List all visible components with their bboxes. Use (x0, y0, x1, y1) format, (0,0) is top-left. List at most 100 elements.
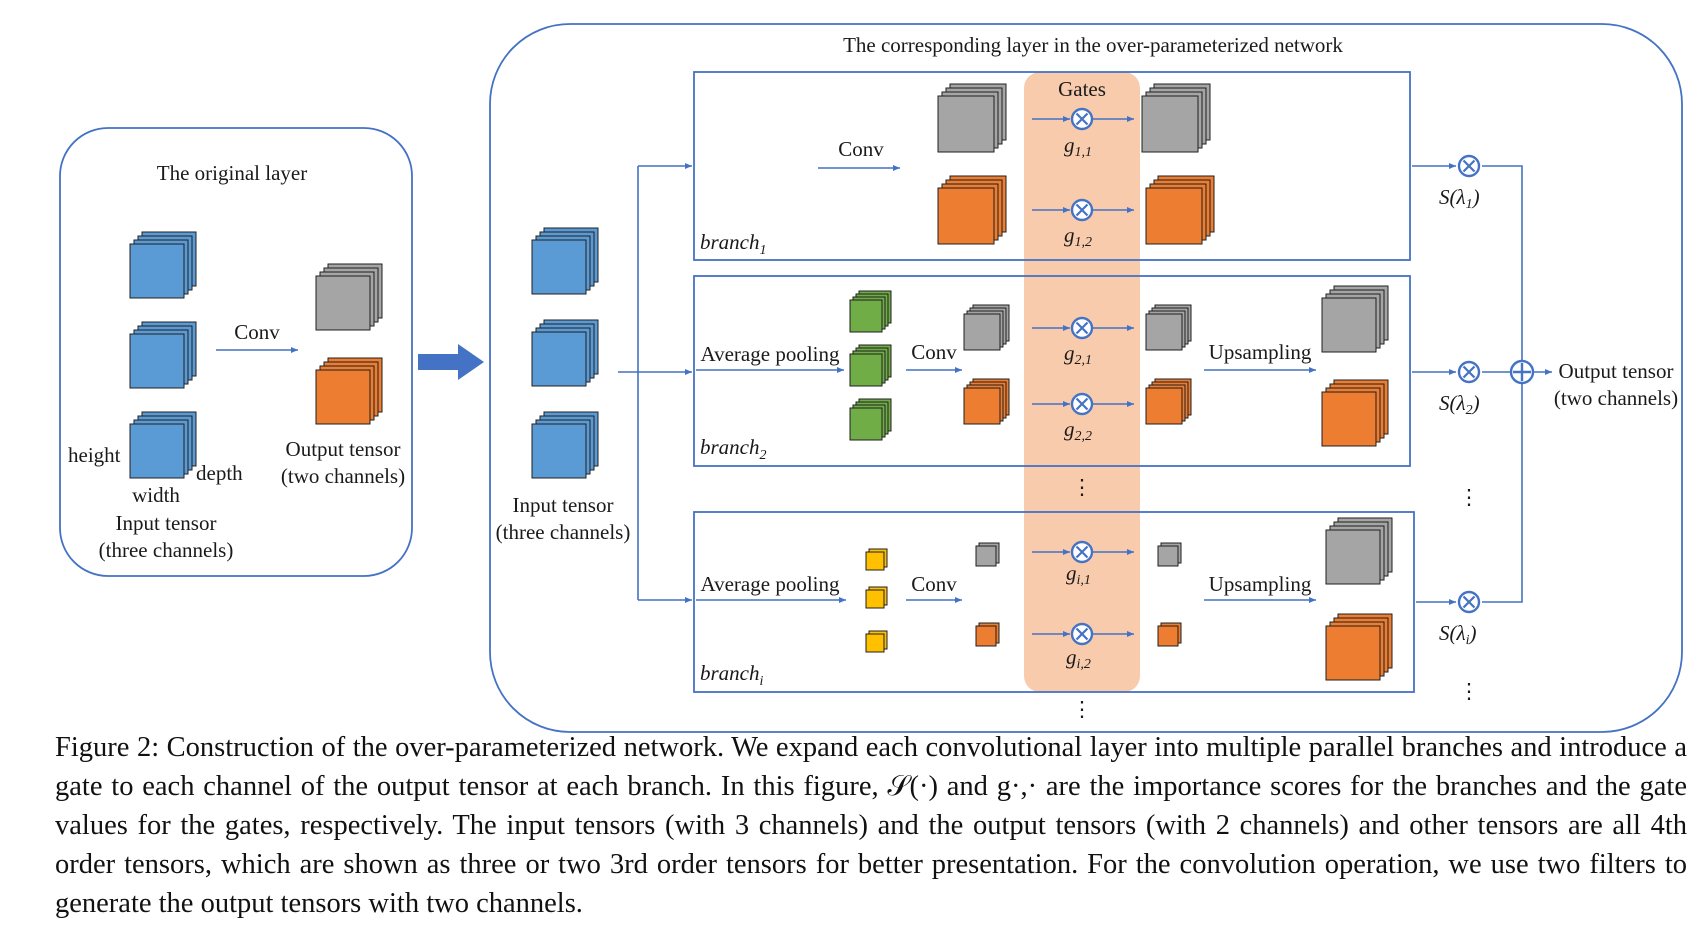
gate-2-1-label: g2,1 (1064, 341, 1092, 368)
original-input-tensor (129, 231, 197, 479)
score-2-multiply-icon (1462, 365, 1476, 379)
gate-i-2-multiply-icon (1075, 627, 1089, 641)
bi-gated-orange-slice (1157, 625, 1179, 647)
original-output-label-1: Output tensor (286, 437, 401, 461)
gate-band (1024, 72, 1140, 692)
input-channel-1-slice (129, 243, 185, 299)
score-1-label: S(λ1) (1439, 185, 1480, 212)
op-input-channel-3-slice (531, 423, 587, 479)
sum-plus-icon (1513, 363, 1531, 381)
gate-1-2-label: g1,2 (1064, 223, 1092, 250)
output-channel-1-slice (315, 275, 371, 331)
original-output-tensor (315, 263, 383, 425)
original-input-label-2: (three channels) (99, 538, 234, 562)
transform-arrow (418, 344, 484, 380)
branch-1-conv-output-orange (937, 175, 1007, 245)
score-dots-1: ⋮ (1459, 485, 1480, 509)
b2-gated-orange-slice (1145, 387, 1183, 425)
b2-up-orange-slice (1321, 391, 1377, 447)
op-input-channel-2-slice (531, 331, 587, 387)
original-input-label-1: Input tensor (116, 511, 217, 535)
branch-i-upsampled-output (1325, 517, 1393, 681)
gate-i-1-multiply-icon (1075, 545, 1089, 559)
b1-out-orange-slice (1145, 187, 1203, 245)
input-channel-2-slice (129, 333, 185, 389)
branch-i-pooled-tensor (865, 548, 888, 653)
bi-up-gray-slice (1325, 529, 1381, 585)
branch-i-label: branchi (700, 661, 764, 689)
original-conv-label: Conv (234, 320, 280, 344)
branch-1-gated-output-orange (1145, 175, 1215, 245)
score-i-label: S(λi) (1439, 621, 1476, 648)
branch-i-pool-label: Average pooling (701, 572, 840, 596)
gates-label: Gates (1058, 77, 1106, 101)
overparam-title: The corresponding layer in the over-para… (843, 33, 1343, 57)
op-input-channel-1-slice (531, 239, 587, 295)
gate-2-2-multiply-icon (1075, 397, 1089, 411)
overparam-input-label-1: Input tensor (513, 493, 614, 517)
gate-band-dots: ⋮ (1072, 475, 1093, 499)
depth-label: depth (196, 461, 243, 485)
b2-conv-gray-slice (963, 313, 1001, 351)
original-layer-title: The original layer (157, 161, 307, 185)
score-dots-2: ⋮ (1459, 679, 1480, 703)
b2-pool-3-slice (849, 407, 883, 441)
b2-pool-2-slice (849, 353, 883, 387)
sum-connector (1482, 165, 1523, 603)
bi-pool-3-slice (865, 633, 885, 653)
output-channel-2-slice (315, 369, 371, 425)
branch-1-conv-label: Conv (838, 137, 884, 161)
branch-i-gated-output (1157, 542, 1182, 647)
overparam-output-label-2: (two channels) (1554, 386, 1678, 410)
width-label: width (132, 483, 180, 507)
branch-i-box (693, 511, 1415, 693)
b2-up-gray-slice (1321, 297, 1377, 353)
branch-2-box (693, 275, 1411, 467)
branch-2-pooled-tensor (849, 290, 892, 441)
branch-2-upsampling-label: Upsampling (1209, 340, 1312, 364)
height-label: height (68, 443, 121, 467)
score-1-multiply-icon (1462, 159, 1476, 173)
gate-1-2-multiply-icon (1075, 203, 1089, 217)
b1-orange-slice (937, 187, 995, 245)
overparam-output-label-1: Output tensor (1559, 359, 1674, 383)
bi-pool-1-slice (865, 551, 885, 571)
b1-out-gray-slice (1141, 95, 1199, 153)
original-layer-panel (59, 127, 413, 577)
bi-gated-gray-slice (1157, 545, 1179, 567)
branch-1-gated-output-gray (1141, 83, 1211, 153)
branch-2-upsampled-output (1321, 285, 1389, 447)
input-channel-3-slice (129, 423, 185, 479)
branch-i-conv-label: Conv (911, 572, 957, 596)
gate-i-2-label: gi,2 (1066, 645, 1091, 672)
figure-caption: Figure 2: Construction of the over-param… (55, 732, 1687, 919)
branch-1-box (693, 71, 1411, 261)
branch-2-pool-label: Average pooling (701, 342, 840, 366)
bi-conv-orange-slice (975, 625, 997, 647)
gate-1-1-multiply-icon (1075, 112, 1089, 126)
overparam-input-tensor (531, 227, 599, 479)
overparam-panel (489, 23, 1683, 733)
overparam-input-label-2: (three channels) (496, 520, 631, 544)
branch-i-conv-output (975, 542, 1000, 647)
b2-pool-1-slice (849, 299, 883, 333)
score-i-multiply-icon (1462, 595, 1476, 609)
b2-conv-orange-slice (963, 387, 1001, 425)
branch-2-label: branch2 (700, 435, 767, 463)
b1-gray-slice (937, 95, 995, 153)
b2-gated-gray-slice (1145, 313, 1183, 351)
gate-nodes (1032, 107, 1134, 646)
branch-2-gated-output (1145, 304, 1192, 425)
bi-up-orange-slice (1325, 625, 1381, 681)
branch-1-label: branch1 (700, 230, 767, 258)
gate-i-1-label: gi,1 (1066, 561, 1091, 588)
gate-2-2-label: g2,2 (1064, 417, 1092, 444)
bi-pool-2-slice (865, 589, 885, 609)
input-split-connector (618, 166, 639, 600)
score-nodes (1457, 154, 1481, 614)
gate-2-1-multiply-icon (1075, 321, 1089, 335)
branch-2-conv-label: Conv (911, 340, 957, 364)
branch-1-conv-output-gray (937, 83, 1007, 153)
original-output-label-2: (two channels) (281, 464, 405, 488)
